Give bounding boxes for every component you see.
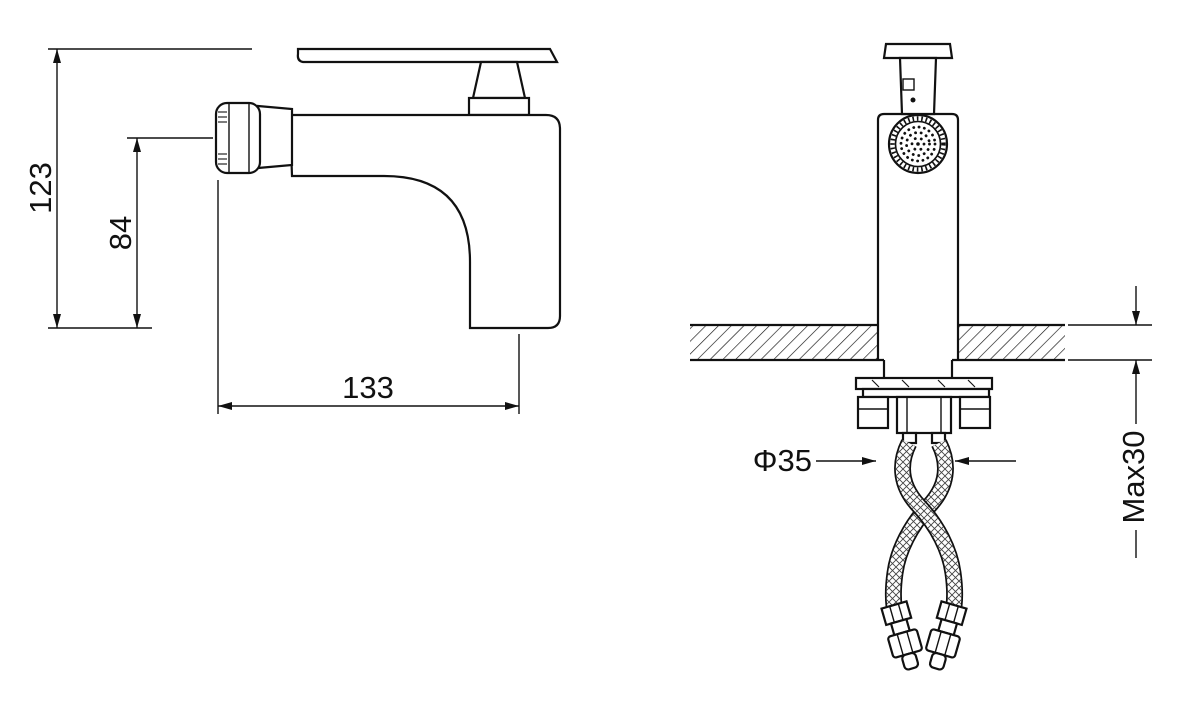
- max-thickness-label: Max30: [1116, 430, 1151, 523]
- dim-arrow-left: [218, 402, 232, 410]
- handle-cone-side: [471, 60, 527, 100]
- front-view: Φ35 Max30: [690, 42, 1152, 671]
- dim-arrow-up: [1132, 360, 1140, 374]
- counter-hatch-right: [958, 326, 1065, 360]
- dim-arrow-up: [133, 138, 141, 152]
- overall-height-label: 123: [23, 162, 58, 214]
- dimension-overall-length: 133: [217, 180, 520, 414]
- countertop-section: [690, 323, 1065, 362]
- hose-coupling-block: [895, 395, 953, 435]
- dim-arrow-right: [505, 402, 519, 410]
- handle-detail-notch: [902, 78, 915, 91]
- mounting-washer: [861, 387, 991, 399]
- dim-arrow-up: [53, 49, 61, 63]
- mounting-nut-left: [856, 395, 890, 430]
- handle-stem-front: [898, 56, 938, 116]
- mounting-nut-right: [958, 395, 992, 430]
- aerator-knurled-cap: [214, 101, 262, 175]
- hole-diameter-label: Φ35: [753, 443, 812, 478]
- hose-fitting-right: [925, 600, 968, 671]
- hose-nipple-left: [901, 431, 918, 445]
- set-screw-dot: [910, 97, 916, 103]
- dim-arrow-left: [955, 457, 969, 465]
- dimension-spout-height: 84: [103, 137, 213, 328]
- handle-front: [882, 42, 954, 116]
- dim-arrow-down: [133, 314, 141, 328]
- mounting-hardware: [854, 360, 994, 445]
- overall-length-label: 133: [342, 370, 394, 405]
- aerator-side: [214, 101, 294, 175]
- dim-arrow-down: [53, 314, 61, 328]
- spout-height-label: 84: [103, 216, 138, 250]
- hose-nipple-right: [930, 431, 947, 445]
- knurl-ticks: [218, 111, 227, 165]
- handle-base-flange-side: [467, 96, 531, 117]
- dimension-max-thickness: Max30: [1068, 286, 1152, 558]
- supply-hoses: [880, 443, 968, 671]
- dim-arrow-right: [862, 457, 876, 465]
- dimension-overall-height: 123: [23, 48, 252, 329]
- dim-arrow-down: [1132, 311, 1140, 325]
- handle-cap-front: [882, 42, 954, 60]
- side-view: 123 84 133: [23, 47, 562, 414]
- counter-hatch-left: [690, 326, 878, 360]
- aerator-cone: [256, 104, 294, 170]
- hose-fitting-left: [880, 600, 923, 671]
- dimension-hole-diameter: Φ35: [753, 443, 1016, 478]
- lever-handle-side: [296, 47, 559, 64]
- faucet-body-side: [288, 113, 562, 330]
- flange-ticks: [871, 379, 976, 388]
- aerator-face: [887, 113, 949, 175]
